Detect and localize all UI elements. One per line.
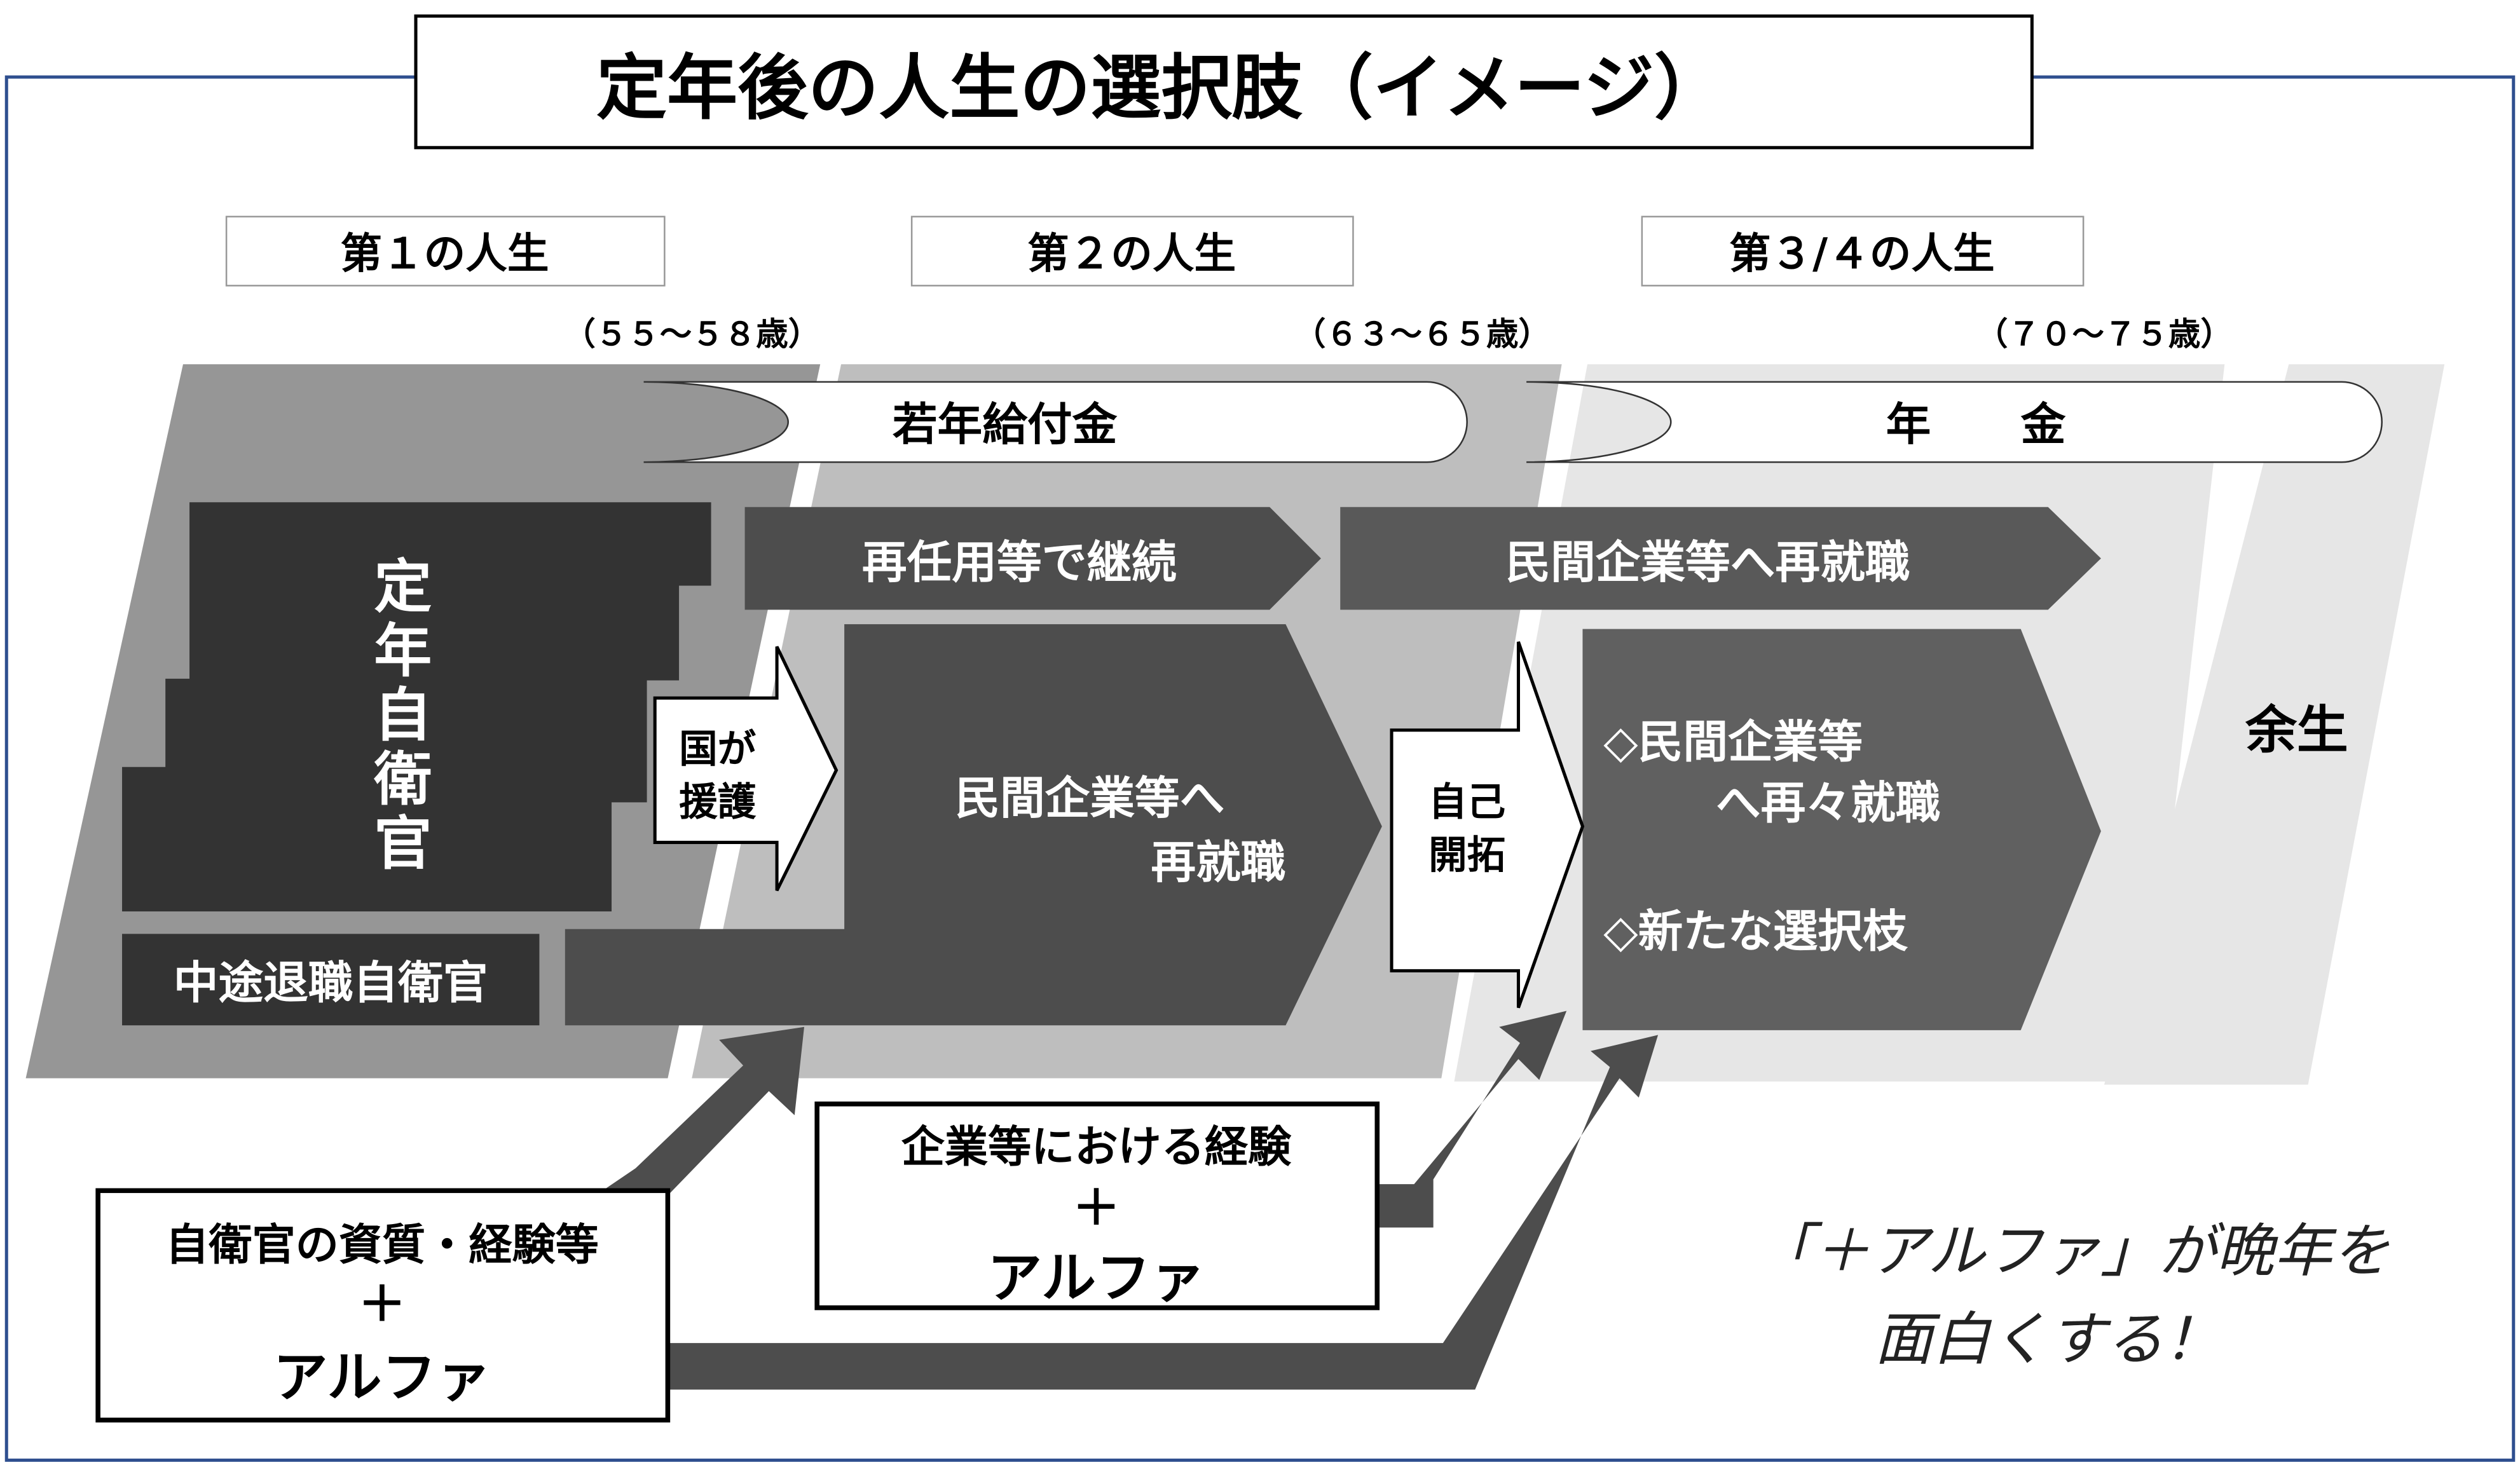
corporate-experience-plus: ＋: [1072, 1180, 1121, 1236]
svg-text:定: 定: [374, 554, 432, 620]
stage-age-2: （６３～６５歳）: [1294, 315, 1551, 353]
sdf-qualities-box: [95, 1188, 671, 1423]
page-title: 定年後の人生の選択肢（イメージ）: [596, 48, 1725, 130]
third-reemploy-label: 民間企業等へ再就職: [1505, 536, 1910, 589]
third-option-1: ◇民間企業等: [1603, 716, 1863, 768]
pension-pill: [1526, 381, 2383, 463]
pension-label: 年 金: [1886, 398, 2066, 451]
second-reemploy-line2: 再就職: [1151, 836, 1285, 889]
svg-text:自: 自: [374, 682, 432, 749]
stage-box-2: [910, 215, 1354, 287]
svg-text:衛: 衛: [373, 746, 432, 813]
stage-label-3: 第３/４の人生: [1729, 230, 1995, 278]
third-option-1b: へ再々就職: [1716, 777, 1940, 829]
midcareer-retiree-label: 中途退職自衛官: [174, 956, 488, 1009]
self-development-line1: 自己: [1428, 780, 1505, 825]
stage-box-3: [1641, 215, 2085, 287]
stage-label-1: 第１の人生: [340, 230, 549, 278]
corporate-experience-box: [814, 1101, 1380, 1311]
corporate-experience-line1: 企業等における経験: [901, 1122, 1292, 1173]
retired-sdf-label: 定 年 自 衛 官: [373, 554, 432, 877]
title-box: [414, 14, 2034, 149]
second-reemploy-arrow: [565, 624, 1382, 1026]
self-development-line2: 開拓: [1428, 833, 1505, 878]
third-options-arrow: [1582, 629, 2101, 1030]
arrow-to-second-life: [595, 1026, 805, 1196]
flow-arrows: [595, 1011, 1659, 1390]
second-reemploy-line1: 民間企業等へ: [955, 772, 1224, 824]
govt-support-line2: 援護: [679, 780, 757, 825]
youth-benefit-pill: [643, 381, 1468, 463]
midcareer-retiree-box: [122, 934, 540, 1026]
message-line2: 面白くする！: [1875, 1306, 2221, 1373]
sdf-qualities-alpha: アルファ: [273, 1346, 491, 1409]
self-development-arrow: [1390, 641, 1585, 1009]
third-option-2: ◇新たな選択枝: [1603, 905, 1908, 958]
retired-sdf-block: [122, 502, 711, 911]
stage-label-2: 第２の人生: [1027, 230, 1236, 278]
sdf-qualities-plus: ＋: [358, 1276, 406, 1332]
youth-benefit-label: 若年給付金: [893, 398, 1118, 451]
stage-age-1: （５５～５８歳）: [563, 315, 820, 353]
remaining-life-label: 余生: [2245, 700, 2348, 760]
sdf-qualities-line1: 自衛官の資質・経験等: [165, 1220, 599, 1271]
third-reemploy-chevron: [1340, 507, 2101, 610]
corporate-experience-alpha: アルファ: [987, 1246, 1205, 1310]
stage-age-3: （７０～７５歳）: [1976, 315, 2233, 353]
continue-label: 再任用等で継続: [862, 536, 1177, 589]
continue-chevron: [744, 507, 1321, 610]
stage-box-1: [225, 215, 666, 287]
svg-text:年: 年: [374, 618, 432, 685]
govt-support-line1: 国が: [679, 727, 757, 772]
arrow-mid-to-third: [1377, 1011, 1567, 1228]
message-line1: 「＋アルファ」が晩年を: [1755, 1218, 2390, 1285]
band-remaining-life: [2104, 364, 2445, 1085]
govt-support-arrow: [653, 646, 839, 892]
arrow-left-to-third: [668, 1035, 1659, 1390]
svg-text:官: 官: [374, 810, 432, 877]
